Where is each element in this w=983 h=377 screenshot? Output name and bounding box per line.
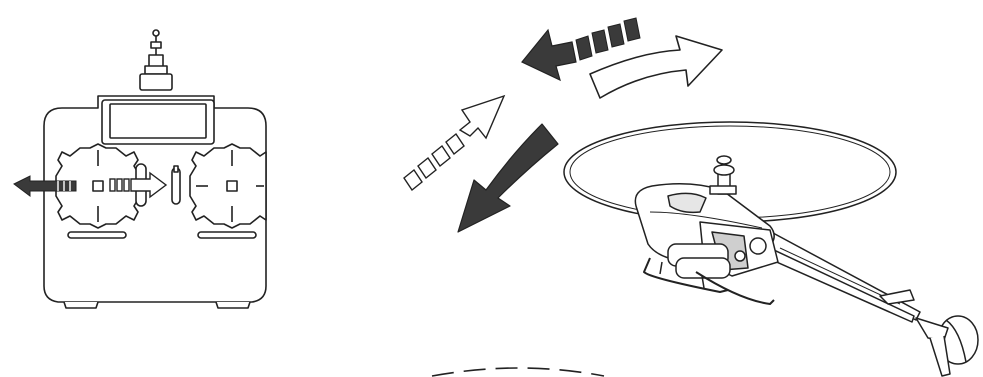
helicopter-icon: [564, 122, 978, 376]
right-stick-gimbal-icon: [190, 144, 266, 228]
tail-rotor-icon: [880, 290, 978, 376]
clockwise-arrow-icon-left: [404, 96, 504, 190]
rotation-dashed-arc: [432, 368, 604, 376]
antenna-icon: [140, 30, 172, 90]
radio-transmitter-icon: [44, 30, 266, 308]
clockwise-arrow-icon: [590, 36, 722, 98]
counterclockwise-arrow-icon-left: [458, 124, 558, 232]
